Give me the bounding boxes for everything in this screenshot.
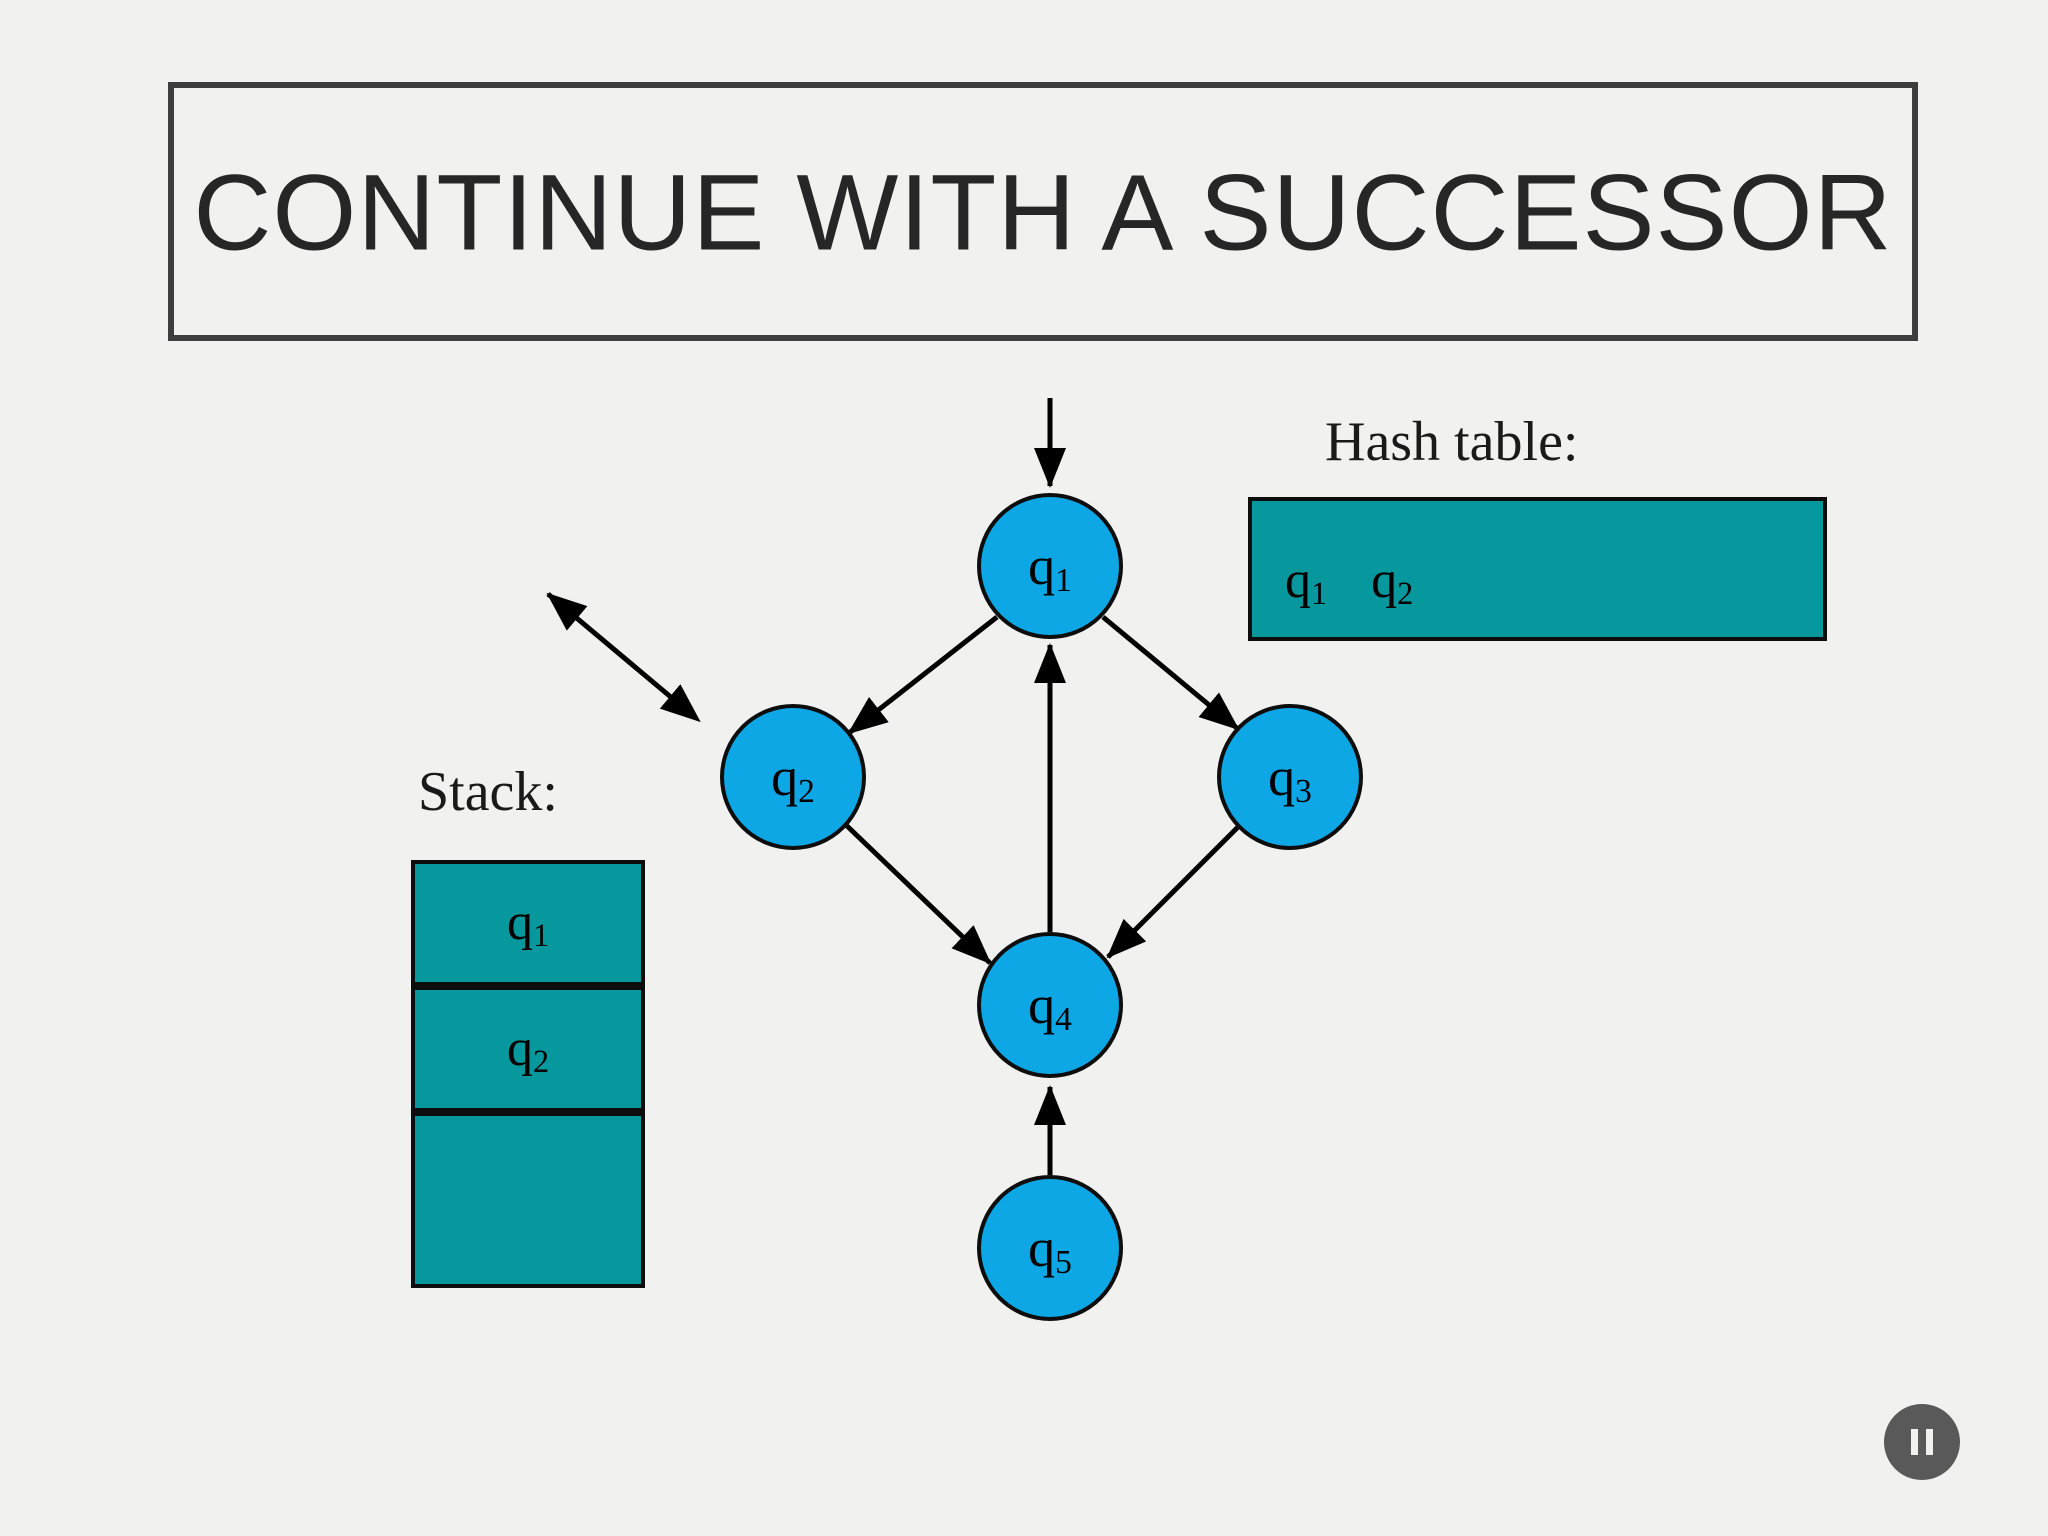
hash-table-caption: Hash table: <box>1325 411 1579 473</box>
graph-node-q3[interactable]: q3 <box>1217 704 1363 850</box>
graph-node-q5-label: q5 <box>1028 1218 1072 1282</box>
pause-bar-right <box>1926 1429 1933 1455</box>
page-title: CONTINUE WITH A SUCCESSOR <box>193 151 1893 272</box>
pause-icon[interactable] <box>1884 1404 1960 1480</box>
pause-bar-left <box>1911 1429 1918 1455</box>
stack-cell-2[interactable] <box>411 1112 645 1288</box>
stack-cell-1[interactable]: q2 <box>411 986 645 1112</box>
floating-double-arrow <box>546 592 701 723</box>
edge-q3-to-q4 <box>1106 824 1241 959</box>
stack-caption: Stack: <box>418 761 558 823</box>
edge-q1-to-q2 <box>847 615 999 735</box>
stack-cell-1-label: q2 <box>506 1020 550 1080</box>
graph-node-q1[interactable]: q1 <box>977 493 1123 639</box>
edge-q1-to-q3 <box>1101 615 1240 731</box>
stack-cell-0-label: q1 <box>506 894 550 954</box>
graph-node-q1-label: q1 <box>1028 536 1072 600</box>
stack-cell-0[interactable]: q1 <box>411 860 645 986</box>
graph-node-q4[interactable]: q4 <box>977 932 1123 1078</box>
title-box: CONTINUE WITH A SUCCESSOR <box>168 82 1918 341</box>
graph-node-q4-label: q4 <box>1028 975 1072 1039</box>
hash-table-contents: q1 q2 <box>1285 552 1414 612</box>
graph-node-q3-label: q3 <box>1268 747 1312 811</box>
graph-node-q2[interactable]: q2 <box>720 704 866 850</box>
graph-node-q2-label: q2 <box>771 747 815 811</box>
graph-node-q5[interactable]: q5 <box>977 1175 1123 1321</box>
hash-entry-q1: q1 <box>1285 552 1328 612</box>
hash-table-box[interactable] <box>1248 497 1827 641</box>
edge-q2-to-q4 <box>844 823 992 965</box>
hash-entry-q2: q2 <box>1371 552 1414 612</box>
